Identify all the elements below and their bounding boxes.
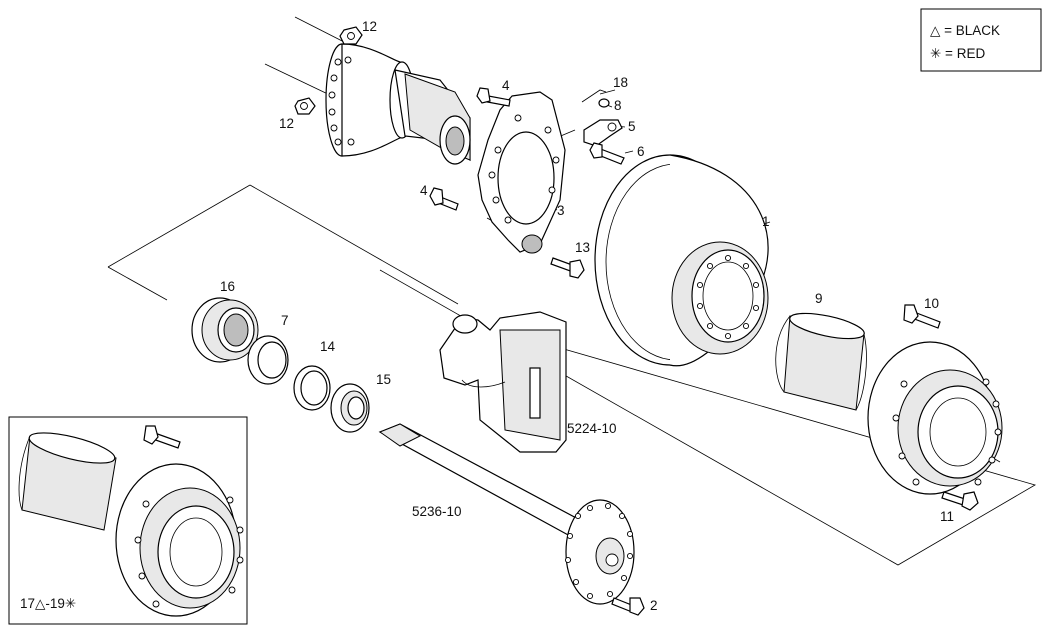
callout-5: 5: [628, 119, 636, 134]
callout-4-top: 4: [502, 78, 510, 93]
callout-15: 15: [376, 372, 391, 387]
callout-12-top: 12: [362, 19, 377, 34]
callout-6: 6: [637, 144, 645, 159]
brake-caliper: [439, 311, 567, 453]
callout-4-left: 4: [420, 183, 428, 198]
callout-2: 2: [650, 598, 658, 613]
callout-shaft: 5236-10: [412, 504, 462, 519]
legend: △ = BLACK ✳ = RED: [920, 8, 1042, 72]
brake-disc: [594, 154, 769, 367]
callout-caliper: 5224-10: [567, 421, 617, 436]
inset-cover: [18, 432, 117, 531]
callout-10: 10: [924, 296, 939, 311]
callout-9: 9: [815, 291, 823, 306]
wheel-hub: [867, 341, 1003, 495]
callout-3: 3: [557, 203, 565, 218]
bolt-2: [611, 597, 645, 616]
bolt-4-left: [429, 187, 459, 211]
legend-black: △ = BLACK: [930, 23, 1000, 38]
callout-11: 11: [940, 509, 954, 524]
bolt-4-top: [476, 87, 511, 107]
inset-bolt: [143, 425, 181, 449]
nut-15: [330, 383, 370, 433]
legend-red: ✳ = RED: [930, 46, 985, 61]
bolt-10: [903, 304, 941, 329]
disc-bolt-holes: [696, 254, 760, 340]
anchor-plate: [477, 91, 566, 254]
nut-12-left: [294, 97, 316, 115]
callout-13: 13: [575, 240, 590, 255]
callout-1: 1: [762, 214, 770, 229]
bolt-13: [550, 257, 585, 279]
callout-8: 8: [614, 98, 622, 113]
nut-12-top: [339, 26, 363, 45]
callouts: 1 2 3 4 4 5 6 7 8 9 10 11 12 12 13 14 15…: [20, 19, 954, 613]
seal-7: [247, 335, 289, 385]
bearing-16: [191, 297, 259, 363]
stub-axle: [325, 43, 471, 165]
callout-7: 7: [281, 313, 289, 328]
callout-inset: 17△-19✳: [20, 596, 76, 611]
callout-12-left: 12: [279, 116, 294, 131]
axle-shaft: [378, 423, 635, 605]
stub-axle-holes: [328, 56, 355, 146]
callout-14: 14: [320, 339, 336, 354]
inset-hub: [115, 463, 244, 617]
bolt-11: [941, 491, 979, 511]
callout-18: 18: [613, 75, 628, 90]
sensor-bracket: [581, 89, 625, 165]
cover-9: [775, 312, 867, 411]
callout-16: 16: [220, 279, 235, 294]
ring-14: [293, 365, 331, 411]
